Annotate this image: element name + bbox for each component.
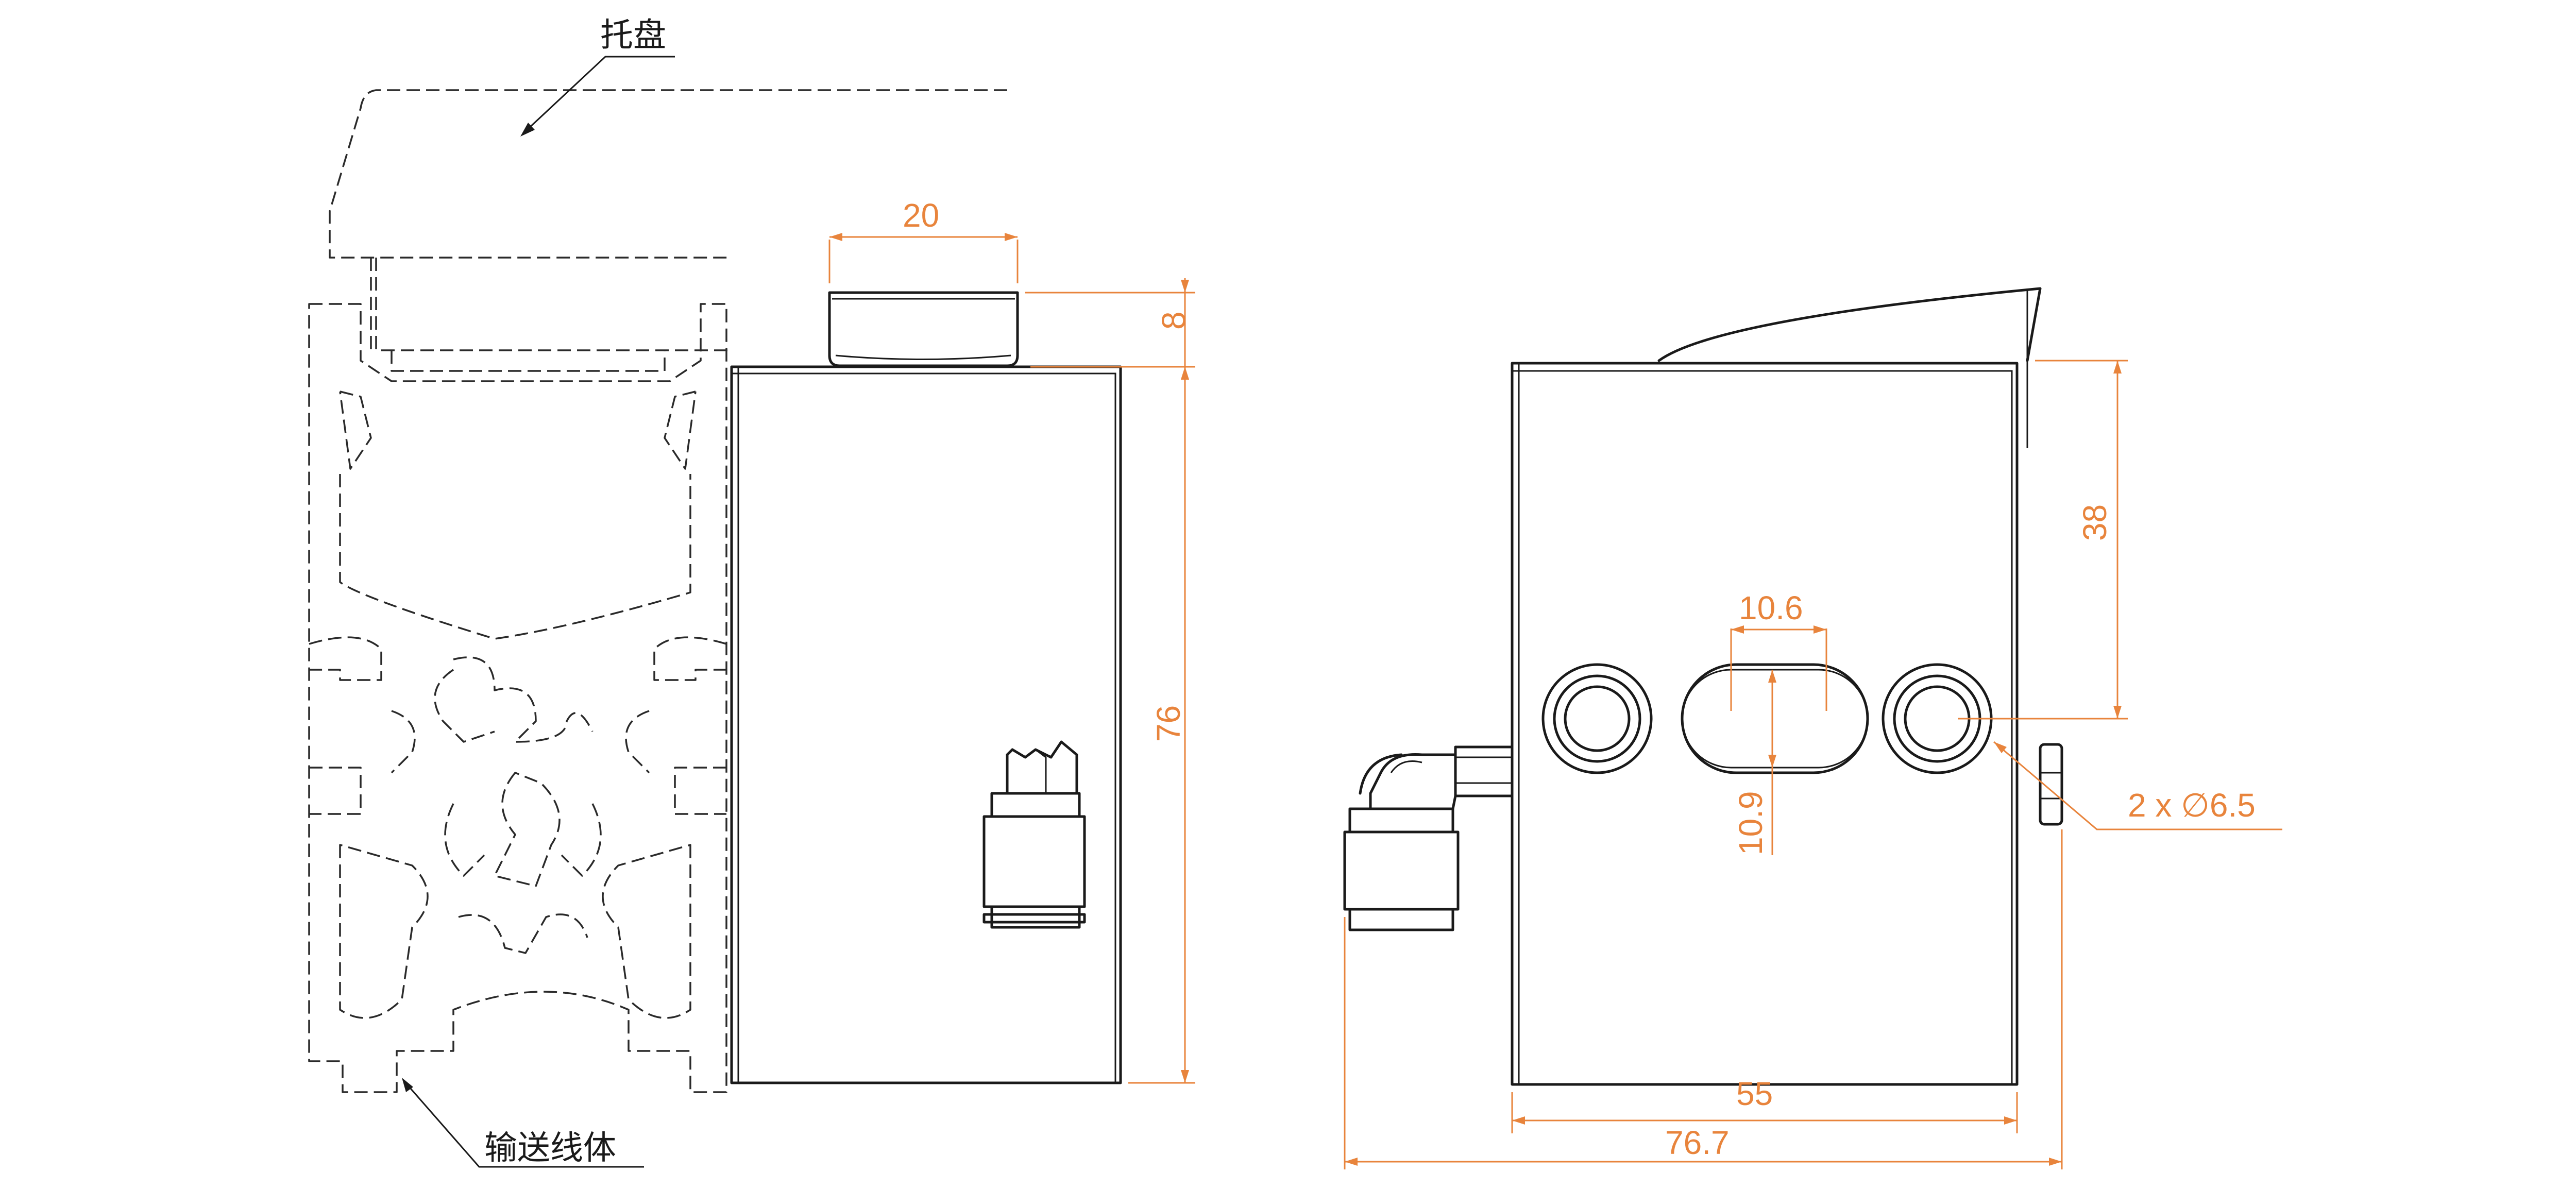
- tray-label: 托盘: [600, 16, 666, 55]
- right-view: [1343, 287, 2063, 1086]
- conveyor-label: 输送线体: [484, 1129, 616, 1167]
- adjustment-slot: [1681, 663, 1869, 774]
- mounting-hole-left: [1541, 663, 1653, 774]
- dim-body-height: 76: [1150, 705, 1187, 742]
- dim-overall-width: 76.7: [1665, 1124, 1730, 1161]
- stopper-head: [828, 291, 1019, 367]
- dim-upper-height: 38: [2076, 504, 2113, 541]
- dim-top-height: 8: [1155, 311, 1192, 330]
- cylinder-body-right: [1511, 362, 2019, 1086]
- dim-slot-height: 10.9: [1732, 791, 1769, 855]
- dim-top-width: 20: [903, 197, 939, 234]
- elbow-fitting-icon: [1343, 745, 1514, 931]
- dimension-lines: [828, 233, 2282, 1169]
- tray-outline: [329, 89, 1007, 372]
- side-nut: [2039, 743, 2063, 826]
- conveyor-profile: [308, 303, 727, 1093]
- cylinder-body-left: [730, 365, 1122, 1084]
- left-view: [308, 89, 1122, 1093]
- stopper-wedge: [1657, 287, 2042, 448]
- dim-slot-width: 10.6: [1739, 589, 1803, 626]
- dim-holes: 2 x ∅6.5: [2128, 787, 2256, 824]
- dim-body-width: 55: [1736, 1075, 1773, 1112]
- push-in-fitting-icon: [982, 740, 1086, 929]
- label-leaders: [402, 56, 675, 1168]
